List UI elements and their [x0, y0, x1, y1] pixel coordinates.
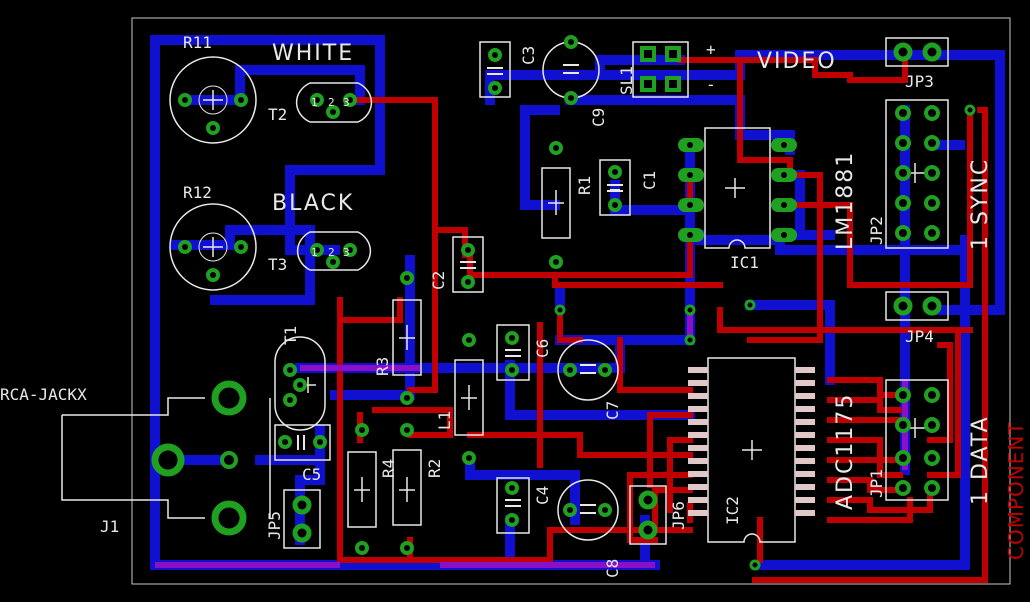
label-r12: R12	[183, 183, 212, 202]
label-jp1: JP1	[867, 469, 886, 498]
label-jp4: JP4	[905, 327, 934, 346]
capacitor-glyphs	[297, 64, 623, 514]
label-r4: R4	[379, 459, 398, 478]
label-jp3: JP3	[905, 72, 934, 91]
labels: R11 WHITE T2 R12 BLACK T3 RCA-JACKX J1 C…	[0, 33, 1028, 578]
board-outline	[131, 17, 1011, 585]
label-r11: R11	[183, 33, 212, 52]
label-r2: R2	[425, 459, 444, 478]
label-ic1: IC1	[730, 253, 759, 272]
t2-pin1: 1	[311, 96, 318, 109]
ic1-drills	[687, 142, 787, 238]
label-c9: C9	[589, 108, 608, 127]
label-white: WHITE	[272, 41, 354, 66]
label-t2: T2	[268, 105, 287, 124]
label-c2: C2	[429, 271, 448, 290]
label-rca: RCA-JACKX	[0, 385, 87, 404]
label-video: VIDEO	[757, 49, 837, 74]
label-c7: C7	[603, 401, 622, 420]
label-t3: T3	[268, 255, 287, 274]
pads	[151, 35, 976, 571]
label-adc1175: ADC1175	[833, 393, 858, 510]
t3-pin2: 2	[328, 246, 335, 259]
label-sl1: SL1	[617, 66, 636, 95]
label-plus: +	[706, 40, 716, 59]
t3-pin3: 3	[343, 246, 350, 259]
label-black: BLACK	[272, 191, 354, 216]
t2-pin2: 2	[328, 96, 335, 109]
silkscreen	[61, 37, 949, 549]
label-data: 1 DATA	[968, 415, 993, 505]
label-jp5: JP5	[265, 511, 284, 540]
label-c1: C1	[640, 171, 659, 190]
label-c8: C8	[603, 559, 622, 578]
t2-pin3: 3	[343, 96, 350, 109]
origin-marks	[203, 90, 925, 502]
top-layer-traces	[337, 52, 988, 583]
label-component: COMPONENT	[1004, 421, 1028, 560]
label-sync: 1 SYNC	[968, 158, 993, 250]
label-l1: L1	[435, 411, 454, 430]
label-c3: C3	[519, 46, 538, 65]
label-r1: R1	[575, 176, 594, 195]
label-c6: C6	[533, 339, 552, 358]
label-j1: J1	[100, 517, 119, 536]
label-minus: -	[706, 75, 716, 94]
label-c5: C5	[302, 465, 321, 484]
label-jp2: JP2	[867, 216, 886, 245]
ic2-pads	[688, 367, 815, 516]
label-c4: C4	[533, 486, 552, 505]
label-ic2: IC2	[723, 496, 742, 525]
t3-pin1: 1	[311, 246, 318, 259]
label-r3: R3	[373, 357, 392, 376]
label-t1: T1	[281, 326, 300, 345]
label-lm1881: LM1881	[833, 151, 858, 250]
ic1-pads	[678, 138, 797, 242]
label-jp6: JP6	[669, 501, 688, 530]
